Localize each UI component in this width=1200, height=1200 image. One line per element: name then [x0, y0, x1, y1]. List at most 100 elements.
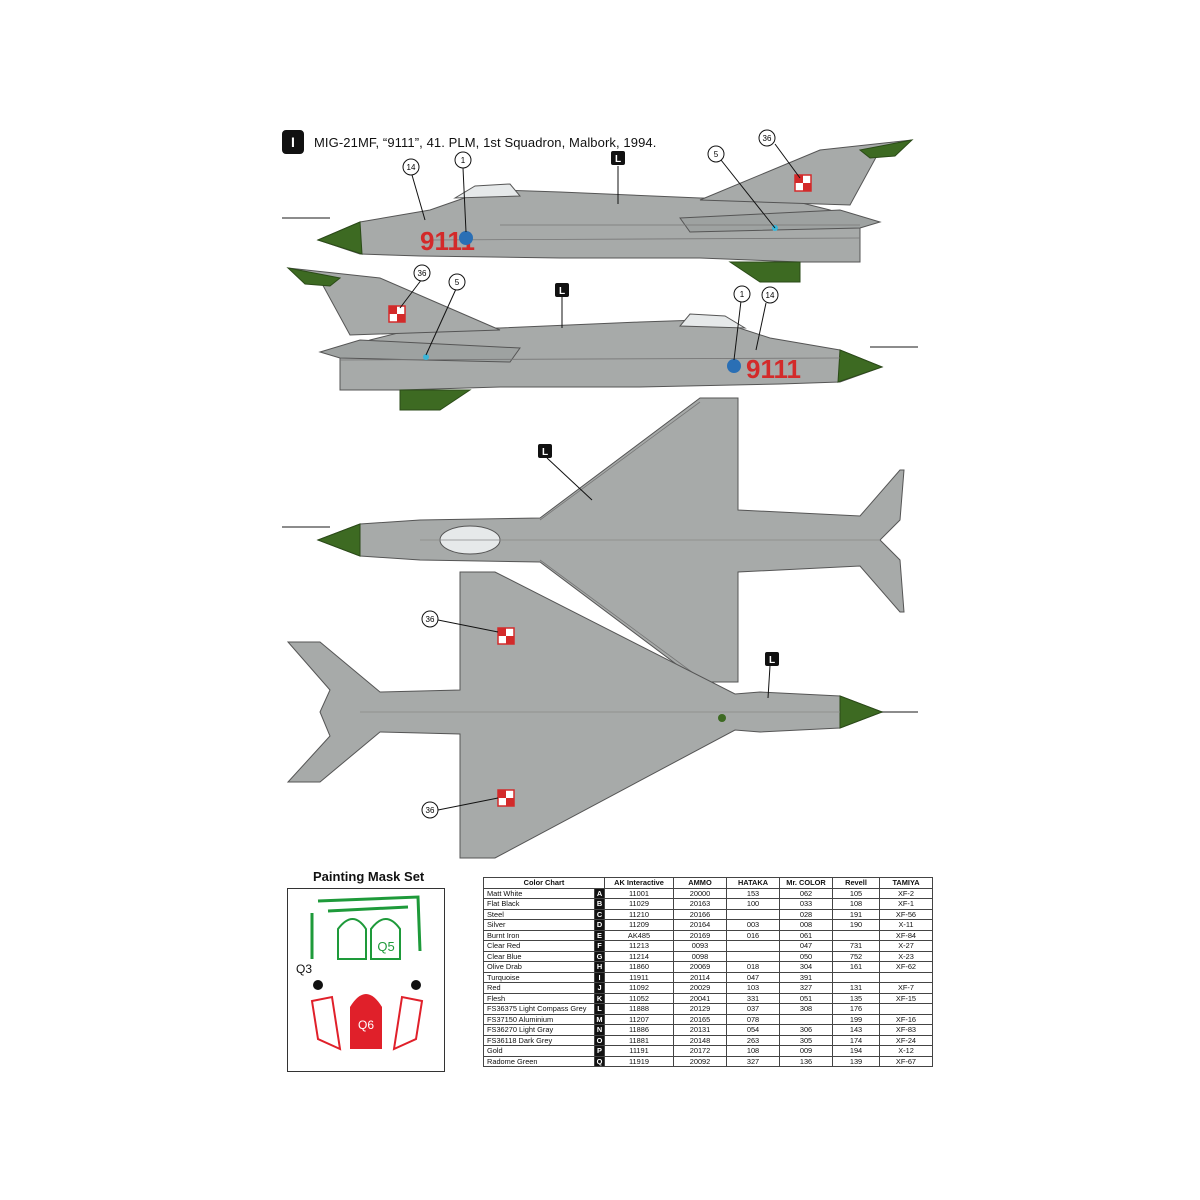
cell-name: Olive Drab	[483, 961, 595, 973]
cell-mrcolor: 304	[779, 961, 833, 973]
cell-code: I	[594, 971, 605, 983]
callouts-right: 36 5 L 1 14	[413, 264, 779, 304]
cell-tamiya: X-11	[879, 919, 933, 931]
cell-name: Flat Black	[483, 898, 595, 910]
cell-name: FS36118 Dark Grey	[483, 1034, 595, 1046]
header-ammo: AMMO	[673, 877, 727, 889]
cell-mrcolor: 051	[779, 992, 833, 1004]
cell-code: D	[594, 919, 605, 931]
roundel-wing-upper	[497, 627, 515, 645]
mask-set-diagram: Q5 Q3 Q6	[296, 895, 424, 1051]
cell-tamiya: XF-67	[879, 1055, 933, 1067]
svg-text:L: L	[769, 655, 775, 666]
cell-tamiya: X-12	[879, 1045, 933, 1057]
cell-ammo: 20164	[673, 919, 727, 931]
cell-code: K	[594, 992, 605, 1004]
cell-mrcolor: 033	[779, 898, 833, 910]
cell-ammo: 20163	[673, 898, 727, 910]
cell-revell: 139	[832, 1055, 880, 1067]
cell-mrcolor: 391	[779, 971, 833, 983]
cell-tamiya: XF-7	[879, 982, 933, 994]
cell-name: Matt White	[483, 887, 595, 899]
cell-revell: 752	[832, 950, 880, 962]
cell-ammo: 20069	[673, 961, 727, 973]
cell-code: C	[594, 908, 605, 920]
cell-ak: 11860	[604, 961, 674, 973]
cell-name: Gold	[483, 1045, 595, 1057]
callout-1-icon: 1	[461, 156, 466, 165]
cell-ak: 11052	[604, 992, 674, 1004]
cell-revell: 135	[832, 992, 880, 1004]
cell-name: Turquoise	[483, 971, 595, 983]
cell-hataka: 047	[726, 971, 780, 983]
cell-ammo: 0093	[673, 940, 727, 952]
cell-revell: 176	[832, 1003, 880, 1015]
cell-hataka: 331	[726, 992, 780, 1004]
cell-revell: 108	[832, 898, 880, 910]
callout-L-icon: L	[615, 154, 621, 165]
svg-text:1: 1	[740, 290, 745, 299]
cell-code: J	[594, 982, 605, 994]
mask-set-title: Painting Mask Set	[313, 869, 425, 884]
cell-mrcolor: 047	[779, 940, 833, 952]
cell-ak: 11029	[604, 898, 674, 910]
cell-ak: 11191	[604, 1045, 674, 1057]
cell-ak: 11911	[604, 971, 674, 983]
cell-ak: 11881	[604, 1034, 674, 1046]
cell-ammo: 20166	[673, 908, 727, 920]
color-chart-header: Color Chart	[483, 877, 605, 889]
cell-ak: 11001	[604, 887, 674, 899]
color-chart-header-row: Color Chart AK Interactive AMMO HATAKA M…	[483, 877, 933, 889]
cell-name: Silver	[483, 919, 595, 931]
svg-text:36: 36	[418, 269, 427, 278]
svg-text:36: 36	[426, 615, 435, 624]
cell-mrcolor: 061	[779, 929, 833, 941]
cell-mrcolor: 009	[779, 1045, 833, 1057]
cell-tamiya: XF-2	[879, 887, 933, 899]
roundel-fin-right	[388, 305, 406, 323]
header-tamiya: TAMIYA	[879, 877, 933, 889]
cell-hataka	[726, 950, 780, 962]
cell-code: A	[594, 887, 605, 899]
cell-code: N	[594, 1024, 605, 1036]
cell-mrcolor: 306	[779, 1024, 833, 1036]
cell-ak: 11207	[604, 1013, 674, 1025]
mask-label-q6: Q6	[358, 1018, 374, 1032]
cell-name: FS36270 Light Gray	[483, 1024, 595, 1036]
cell-revell	[832, 929, 880, 941]
callout-5-icon: 5	[714, 150, 719, 159]
serial-number-right: 9111	[746, 354, 801, 384]
cell-tamiya: XF-83	[879, 1024, 933, 1036]
cell-hataka: 037	[726, 1003, 780, 1015]
cell-revell: 143	[832, 1024, 880, 1036]
cell-ak: 11886	[604, 1024, 674, 1036]
callouts-bottom: 36 36 L	[421, 610, 779, 819]
cell-tamiya: XF-62	[879, 961, 933, 973]
header-revell: Revell	[832, 877, 880, 889]
cell-hataka: 263	[726, 1034, 780, 1046]
profile-header: I MIG-21MF, “9111”, 41. PLM, 1st Squadro…	[282, 130, 656, 154]
cell-tamiya: XF-16	[879, 1013, 933, 1025]
cell-hataka: 054	[726, 1024, 780, 1036]
cell-revell: 194	[832, 1045, 880, 1057]
cell-mrcolor: 305	[779, 1034, 833, 1046]
cell-ammo: 20129	[673, 1003, 727, 1015]
cell-mrcolor: 008	[779, 919, 833, 931]
cell-ammo: 20165	[673, 1013, 727, 1025]
header-ak: AK Interactive	[604, 877, 674, 889]
cell-code: P	[594, 1045, 605, 1057]
cell-name: Radome Green	[483, 1055, 595, 1067]
cell-tamiya: XF-1	[879, 898, 933, 910]
cell-code: G	[594, 950, 605, 962]
cell-ammo: 20169	[673, 929, 727, 941]
